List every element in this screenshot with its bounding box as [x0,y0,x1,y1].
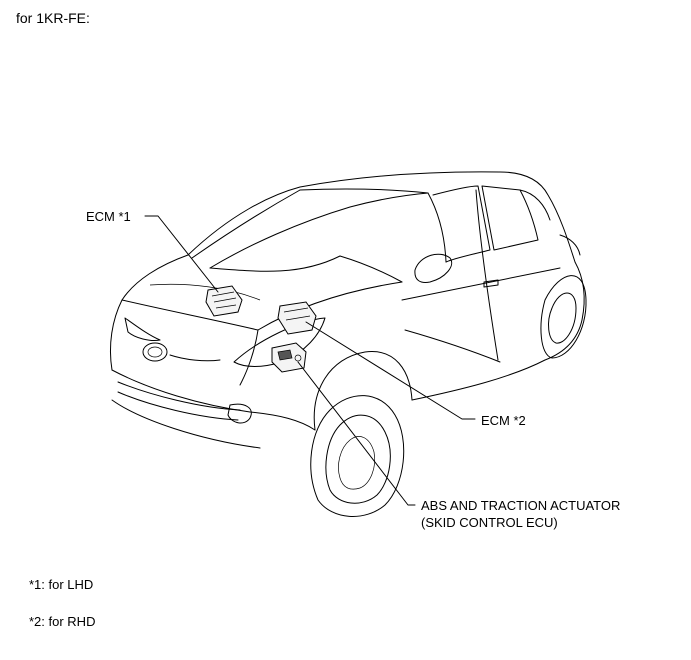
ecm1-leader-line [144,215,219,293]
abs-actuator-part [271,342,307,373]
ecm-rhd-label: ECM *2 [481,413,526,428]
footnote-rhd: *2: for RHD [29,614,96,629]
ecm2-leader-line [305,321,476,420]
ecm-lhd-label: ECM *1 [86,209,131,224]
skid-control-ecu-label: (SKID CONTROL ECU) [421,515,558,530]
ecm-lhd-module [205,285,243,317]
car-body [109,171,587,517]
ecm-rhd-module [277,301,317,335]
footnote-lhd: *1: for LHD [29,577,94,592]
abs-leader-line [297,361,416,506]
diagram-title: for 1KR-FE: [16,10,90,26]
abs-actuator-label: ABS AND TRACTION ACTUATOR [421,498,621,513]
